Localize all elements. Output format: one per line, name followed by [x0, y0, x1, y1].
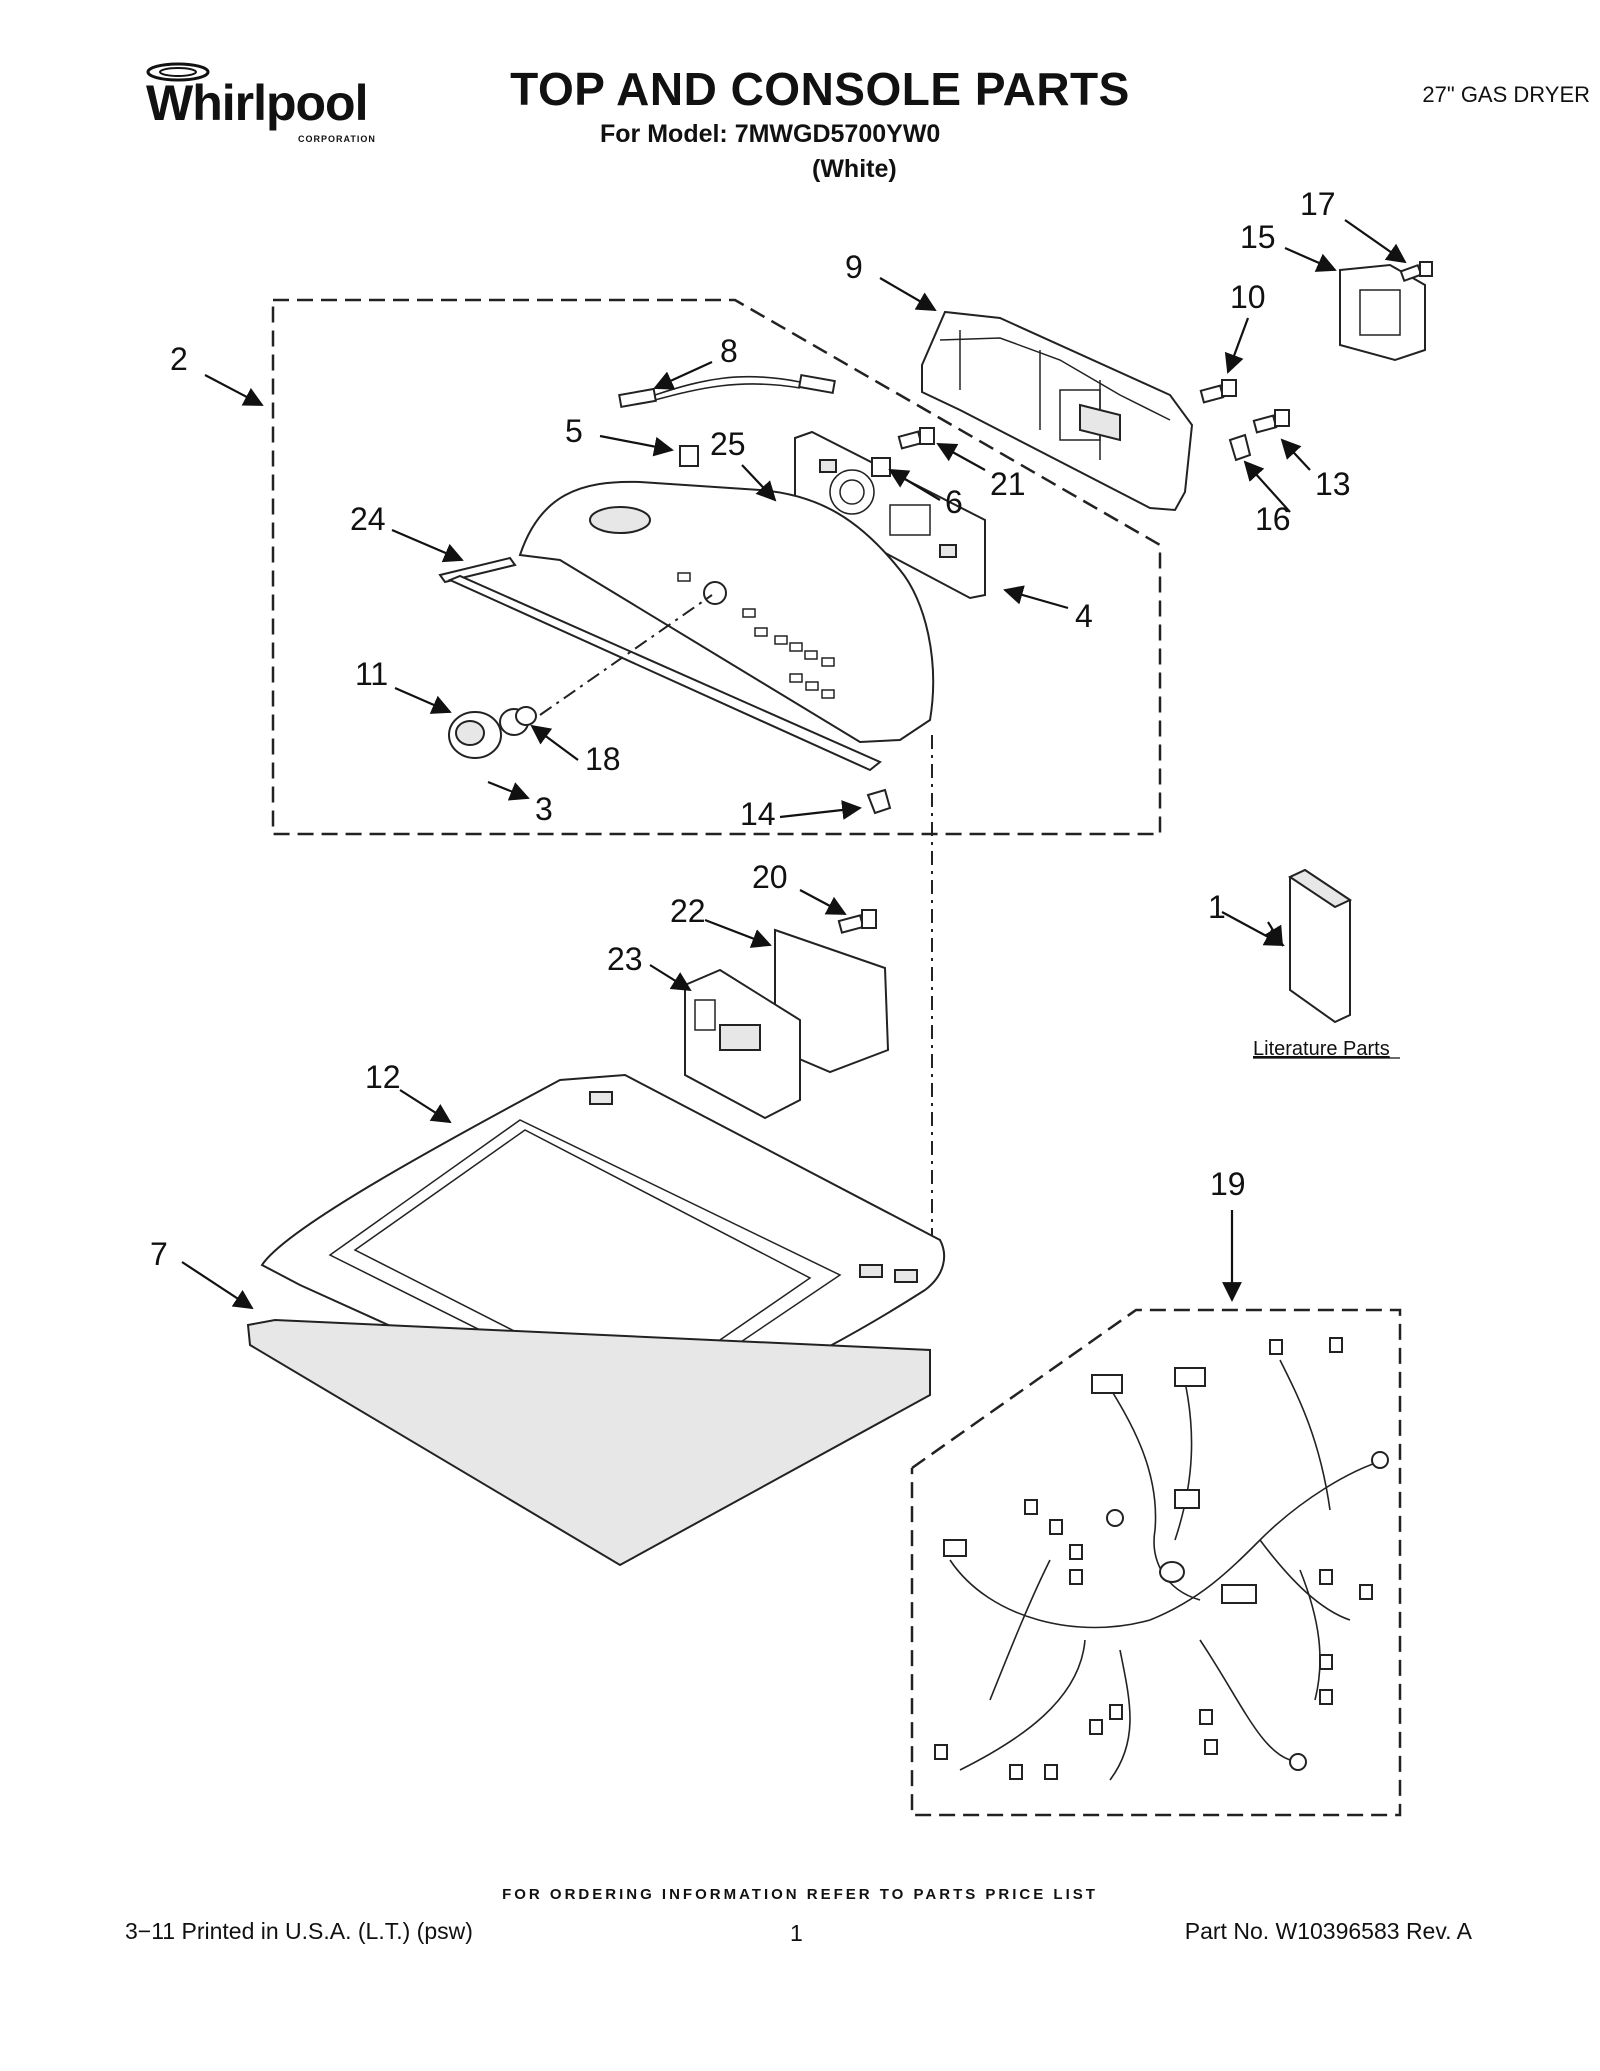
wire-harness-part-8: [618, 373, 836, 409]
callout-5: 5: [565, 413, 583, 449]
callout-13: 13: [1315, 466, 1351, 502]
console-group-boundary: [271, 298, 1162, 836]
callout-18: 18: [585, 741, 621, 777]
callout-11: 11: [355, 656, 388, 692]
callout-15: 15: [1240, 219, 1276, 255]
knob-assembly: [448, 594, 713, 759]
callout-9: 9: [845, 249, 863, 285]
callout-10: 10: [1230, 279, 1266, 315]
brand-name: Whirlpool: [146, 75, 368, 131]
harness-group-boundary: [910, 1308, 1402, 1817]
model-line: For Model: 7MWGD5700YW0: [600, 120, 941, 148]
screw-part-10: [1199, 379, 1237, 404]
callout-20: 20: [752, 859, 788, 895]
callout-4: 4: [1075, 598, 1093, 634]
screw-part-21: [897, 427, 935, 450]
callout-14: 14: [740, 796, 776, 832]
print-info: 3−11 Printed in U.S.A. (L.T.) (psw): [125, 1918, 473, 1944]
connector-part-5: [679, 445, 699, 467]
trim-strip-lower: [447, 574, 882, 772]
callout-22: 22: [670, 893, 706, 929]
callout-7: 7: [150, 1236, 168, 1272]
encoder-part-6: [871, 457, 891, 477]
callout-6: 6: [945, 484, 963, 520]
page-number: 1: [790, 1920, 803, 1946]
callout-24: 24: [350, 501, 386, 537]
bracket-part-15: [1339, 263, 1426, 362]
literature-part-1: [1287, 868, 1353, 1024]
callout-23: 23: [607, 941, 643, 977]
callout-12: 12: [365, 1059, 401, 1095]
page-title: TOP AND CONSOLE PARTS: [510, 63, 1130, 115]
clip-part-14: [866, 788, 892, 815]
whirlpool-swirl-icon: [146, 62, 210, 82]
callout-17: 17: [1300, 186, 1336, 222]
callout-2: 2: [170, 341, 188, 377]
callout-1: 1: [1208, 889, 1226, 925]
leader-lines: [181, 219, 1407, 1310]
callout-19: 19: [1210, 1166, 1246, 1202]
product-name: 27" GAS DRYER: [1422, 82, 1590, 107]
part-number: Part No. W10396583 Rev. A: [1184, 1918, 1472, 1944]
literature-label: Literature Parts: [1253, 1038, 1390, 1060]
screw-part-17: [1399, 261, 1433, 283]
rear-console-panel: [921, 310, 1194, 512]
screw-part-13: [1252, 409, 1290, 434]
clip-part-16: [1228, 433, 1252, 462]
module-part-23: [684, 968, 801, 1120]
whirlpool-logo: Whirlpool CORPORATION: [128, 60, 398, 152]
callout-25: 25: [710, 426, 746, 462]
color-line: (White): [812, 155, 897, 183]
control-board-part-4: [794, 430, 986, 600]
callout-3: 3: [535, 791, 553, 827]
callout-21: 21: [990, 466, 1026, 502]
shaft-part-18: [515, 706, 537, 726]
screw-part-20: [837, 909, 877, 934]
wire-harness-part-19: [934, 1337, 1389, 1781]
ordering-note: FOR ORDERING INFORMATION REFER TO PARTS …: [502, 1886, 1098, 1903]
trim-strip-part-24: [438, 556, 517, 584]
gasket-part-7: [246, 1318, 931, 1567]
console-housing: [518, 480, 935, 744]
callout-8: 8: [720, 333, 738, 369]
brand-sub: CORPORATION: [298, 134, 376, 144]
